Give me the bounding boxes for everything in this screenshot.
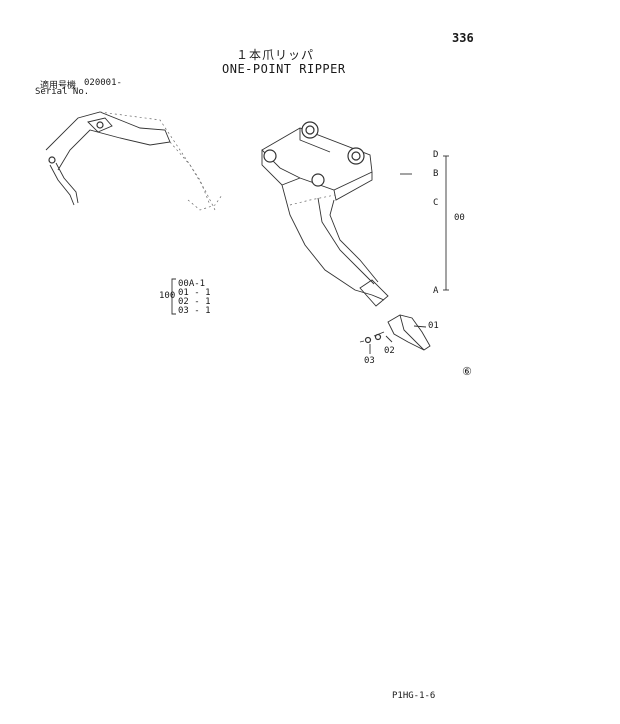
title-japanese: １本爪リッパ [236,48,315,62]
serial-value: 020001- [84,78,122,88]
ripper-shank [261,121,389,307]
callout-pin: 02 [384,346,395,356]
assembly-item: 00A-1 [178,279,206,289]
dimension-letter: C [433,198,439,208]
ripper-tooth-parts [359,314,431,351]
excavator-arm-overview [45,111,223,211]
dimension-letter: D [433,150,439,160]
assembly-group-label: 100 [159,291,176,301]
serial-label-english: Serial No. [35,87,90,97]
leader-lines [369,173,427,354]
serial-label-japanese: 適用号機 [40,81,77,91]
footer-code: P1HG-1-6 [392,691,436,701]
dimension-bracket [443,155,449,291]
callout-lock: 03 [364,356,375,366]
assembly-item: 02 - 1 [178,297,211,307]
assembly-item: 01 - 1 [178,288,211,298]
callout-assembly: 00 [454,213,465,223]
page-number: 336 [452,31,474,45]
dimension-letter: B [433,169,439,179]
dimension-letter: A [433,286,439,296]
revision-mark-icon: ⑥ [462,365,472,378]
title-english: ONE-POINT RIPPER [222,62,346,76]
assembly-group-bracket [171,278,176,315]
assembly-item: 03 - 1 [178,306,211,316]
callout-tooth: 01 [428,321,439,331]
